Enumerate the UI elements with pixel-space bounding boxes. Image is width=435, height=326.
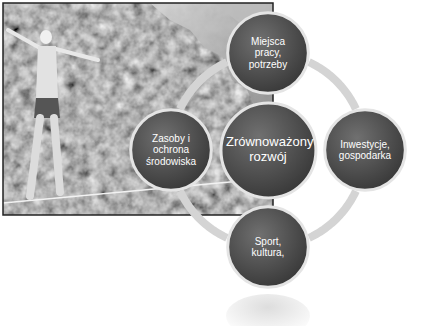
topic-circle: Inwestycje, gospodarka	[323, 108, 407, 192]
topic-circle: Miejsca pracy, potrzeby	[226, 11, 310, 95]
slackliner-figure	[8, 30, 98, 196]
circle-fill	[325, 110, 406, 191]
leg	[54, 118, 60, 192]
circle-fill	[228, 207, 309, 288]
arm	[8, 30, 40, 48]
leg	[30, 118, 40, 196]
reflection	[226, 294, 310, 326]
circle-fill	[221, 103, 316, 198]
topic-label: Miejsca pracy, potrzeby	[238, 36, 298, 70]
arm	[52, 48, 98, 60]
circle-fill	[228, 13, 309, 94]
circle-fill	[131, 110, 212, 191]
center-label: Zrównoważony rozwój	[226, 135, 310, 164]
torso	[36, 46, 58, 98]
center-circle: Zrównoważony rozwój	[219, 101, 318, 200]
topic-label: Sport, kultura,	[238, 236, 298, 258]
ring-arc	[309, 62, 356, 109]
ring-arc	[309, 191, 356, 238]
ring-arc	[180, 62, 227, 109]
topic-label: Zasoby i ochrona środowiska	[140, 133, 202, 167]
head	[40, 30, 52, 44]
topic-label: Inwestycje, gospodarka	[334, 139, 396, 161]
ring-arc	[180, 191, 227, 238]
topic-circle: Sport, kultura,	[226, 205, 310, 289]
topic-circle: Zasoby i ochrona środowiska	[129, 108, 213, 192]
